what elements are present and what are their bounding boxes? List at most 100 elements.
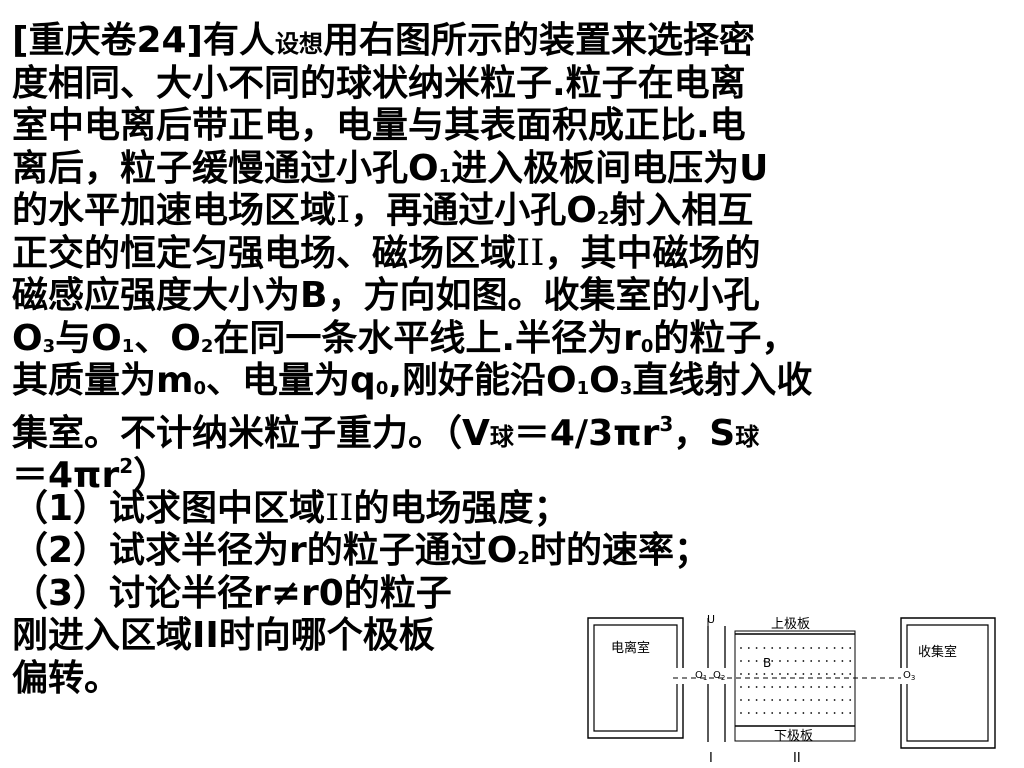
text-span: [重庆卷24]有人 — [12, 20, 276, 61]
field-dot — [849, 712, 852, 714]
field-dot — [802, 647, 805, 649]
field-dot — [841, 699, 844, 701]
subscript: 2 — [200, 335, 214, 357]
field-dot — [740, 660, 742, 662]
problem-line-6: 正交的恒定匀强电场、磁场区域II，其中磁场的 — [12, 233, 972, 276]
field-dot — [747, 712, 750, 714]
roman-numeral: II — [516, 232, 545, 274]
field-dot — [771, 660, 774, 662]
field-dot — [779, 712, 781, 714]
problem-line-3: 室中电离后带正电，电量与其表面积成正比.电 — [12, 105, 746, 146]
field-dot — [755, 673, 758, 675]
text-span: （1）试求图中区域 — [12, 487, 326, 529]
field-dot — [818, 712, 820, 714]
question-3-line-2: 刚进入区域II时向哪个极板 — [12, 615, 435, 656]
field-dot — [825, 660, 828, 662]
field-dot — [740, 673, 742, 675]
field-dot — [779, 647, 781, 649]
field-dot — [825, 686, 828, 688]
field-dot — [833, 660, 836, 662]
ionization-chamber-label: 电离室 — [611, 640, 650, 656]
o1-label: O1 — [695, 670, 707, 682]
field-dot — [786, 686, 789, 688]
text-small: 球 — [489, 422, 514, 451]
field-dot — [802, 673, 805, 675]
field-dot — [833, 712, 836, 714]
field-dot — [763, 660, 766, 662]
text-span: 射入相互 — [609, 190, 754, 231]
field-dot — [740, 699, 742, 701]
field-dot — [849, 660, 852, 662]
field-dot — [802, 686, 805, 688]
question-2: （2）试求半径为r的粒子通过O2时的速率； — [12, 530, 972, 573]
text-span: 离后，粒子缓慢通过小孔O — [12, 147, 439, 189]
text-span: ） — [133, 455, 170, 496]
field-dot — [849, 686, 852, 688]
field-dot — [747, 660, 750, 662]
field-dot — [833, 673, 836, 675]
field-dot — [755, 660, 758, 662]
text-span: 进入极板间电压为U — [451, 147, 769, 189]
field-dot — [747, 647, 750, 649]
field-dot — [755, 686, 758, 688]
text-span: ，S — [673, 412, 736, 454]
field-dot — [802, 699, 805, 701]
field-dot — [841, 673, 844, 675]
problem-line-5: 的水平加速电场区域Ⅰ，再通过小孔O2射入相互 — [12, 190, 972, 233]
problem-line-10: 集室。不计纳米粒子重力。（V球＝4/3πr3，S球 — [12, 403, 972, 454]
voltage-label: U — [707, 613, 715, 626]
field-dot — [810, 647, 813, 649]
field-dot — [841, 660, 844, 662]
problem-line-2: 度相同、大小不同的球状纳米粒子.粒子在电离 — [12, 62, 746, 104]
text-span: ＝4/3πr — [513, 412, 660, 454]
field-dot — [779, 699, 781, 701]
question-3-line-3: 偏转。 — [12, 657, 121, 699]
subscript: 0 — [375, 378, 389, 399]
field-dot — [825, 673, 828, 675]
problem-line-8: O3与O1、O2在同一条水平线上.半径为r0的粒子， — [12, 318, 972, 361]
field-dot — [740, 686, 742, 688]
field-dot — [841, 647, 844, 649]
field-dot — [818, 660, 820, 662]
field-dot — [849, 647, 852, 649]
field-dot — [771, 673, 774, 675]
question-3: （3）讨论半径r≠r0的粒子 — [12, 572, 452, 614]
subscript: 0 — [640, 335, 654, 357]
field-dot — [740, 647, 742, 649]
field-dot — [740, 712, 742, 714]
field-dot — [771, 647, 774, 649]
roman-numeral: II — [325, 487, 354, 529]
lower-plate-label: 下极板 — [774, 729, 813, 744]
field-dot — [794, 673, 797, 675]
text-span: 、O — [134, 317, 201, 359]
collection-chamber-box — [900, 617, 996, 749]
subscript: 2 — [596, 208, 610, 229]
subscript: 0 — [193, 378, 207, 399]
superscript: 3 — [659, 411, 674, 436]
text-span: 的水平加速电场区域 — [12, 190, 337, 231]
superscript: 2 — [119, 454, 134, 478]
field-dot — [747, 699, 750, 701]
field-dot — [802, 712, 805, 714]
field-dot — [849, 699, 852, 701]
field-dot — [810, 699, 813, 701]
text-span: 其质量为m — [12, 360, 194, 401]
field-dot — [825, 699, 828, 701]
field-dot — [794, 712, 797, 714]
field-dot — [786, 712, 789, 714]
text-small: 设想 — [275, 30, 324, 58]
text-span: 集室。不计纳米粒子重力。（V — [12, 412, 490, 454]
problem-line-9: 其质量为m0、电量为q0,刚好能沿O1O3直线射入收 — [12, 360, 972, 403]
text-span: ＝4πr — [12, 455, 120, 496]
o3-label: O3 — [903, 670, 915, 682]
field-dot — [779, 673, 781, 675]
field-dot — [810, 673, 813, 675]
problem-line-7: 磁感应强度大小为B，方向如图。收集室的小孔 — [12, 275, 760, 316]
field-b-label: B — [763, 656, 771, 670]
field-dot — [786, 673, 789, 675]
ionization-chamber-box — [587, 617, 684, 739]
subscript: 3 — [42, 335, 56, 357]
problem-line-4: 离后，粒子缓慢通过小孔O1进入极板间电压为U — [12, 148, 972, 191]
text-span: 在同一条水平线上.半径为r — [213, 317, 641, 359]
ionization-chamber-inner — [593, 624, 678, 732]
